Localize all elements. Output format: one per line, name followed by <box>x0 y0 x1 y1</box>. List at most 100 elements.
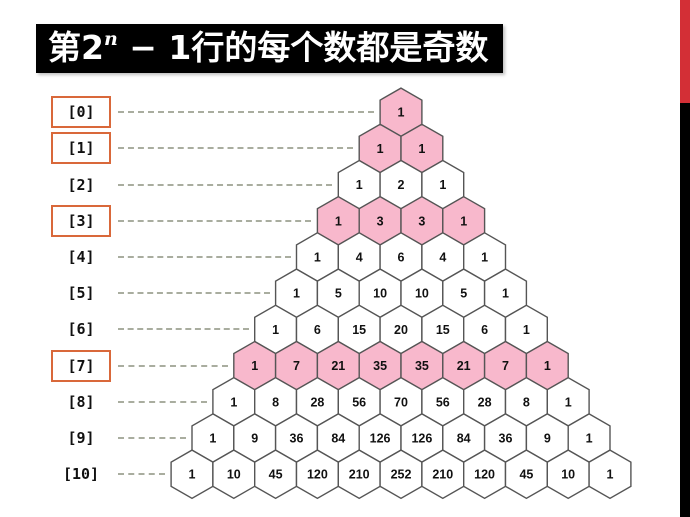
row-label-3: [3] <box>51 204 111 237</box>
row-label-1: [1] <box>51 132 111 165</box>
hex-value: 9 <box>544 432 551 446</box>
row-label-9: [9] <box>67 429 95 447</box>
row-leader-line-10 <box>118 473 166 476</box>
side-accent-bar-red <box>680 0 690 103</box>
row-leader-line-9 <box>118 437 186 439</box>
hex-value: 15 <box>436 323 450 337</box>
hex-value: 1 <box>293 287 300 301</box>
hex-value: 1 <box>335 214 342 228</box>
hex-value: 120 <box>474 468 495 482</box>
side-accent-bar-black <box>680 103 690 517</box>
hex-value: 20 <box>394 323 408 337</box>
row-leader-line-0 <box>118 111 375 114</box>
hex-value: 2 <box>398 178 405 192</box>
hex-value: 210 <box>432 468 453 482</box>
hex-value: 7 <box>293 359 300 373</box>
hex-value: 5 <box>335 287 342 301</box>
hex-value: 28 <box>310 395 324 409</box>
hex-value: 1 <box>356 178 363 192</box>
hex-value: 1 <box>544 359 551 373</box>
hex-value: 126 <box>411 432 432 446</box>
hex-value: 8 <box>523 395 530 409</box>
hex-value: 1 <box>230 395 237 409</box>
row-leader-line-4 <box>118 256 291 258</box>
hex-value: 1 <box>209 432 216 446</box>
hex-value: 10 <box>373 287 387 301</box>
row-leader-line-7 <box>118 364 228 367</box>
hex-value: 35 <box>415 359 429 373</box>
hex-cell: 126 <box>358 413 402 463</box>
hex-value: 6 <box>481 323 488 337</box>
hex-value: 15 <box>352 323 366 337</box>
hex-value: 36 <box>290 432 304 446</box>
row-label-10: [10] <box>62 465 100 484</box>
hex-value: 1 <box>272 323 279 337</box>
row-label-6: [6] <box>67 320 95 339</box>
hex-value: 1 <box>418 142 425 156</box>
hex-value: 210 <box>349 468 370 482</box>
title-superscript: n <box>103 28 118 50</box>
row-label-2: [2] <box>67 175 95 194</box>
hex-cell: 1 <box>588 449 632 500</box>
row-leader-line-1 <box>118 147 354 150</box>
hex-value: 9 <box>251 432 258 446</box>
hex-value: 6 <box>398 251 405 265</box>
hex-value: 7 <box>502 359 509 373</box>
hex-cell: 36 <box>483 413 528 463</box>
hex-value: 1 <box>523 323 530 337</box>
hex-cell: 10 <box>546 449 590 500</box>
row-label-5: [5] <box>67 284 95 303</box>
hex-value: 1 <box>565 395 572 409</box>
page-title: 第2n − 1行的每个数都是奇数 <box>48 27 488 69</box>
hex-value: 21 <box>331 359 345 373</box>
hex-value: 1 <box>586 432 593 446</box>
hex-value: 5 <box>460 287 467 301</box>
hex-value: 84 <box>457 432 471 446</box>
hex-value: 45 <box>269 468 283 482</box>
hex-value: 3 <box>377 214 384 228</box>
hex-value: 70 <box>394 395 408 409</box>
hexagon-shape <box>588 449 632 500</box>
hex-value: 1 <box>314 251 321 265</box>
hex-cell: 120 <box>463 449 507 500</box>
row-leader-line-8 <box>118 400 207 403</box>
row-label-0: [0] <box>51 96 111 129</box>
hex-value: 3 <box>418 214 425 228</box>
hex-value: 120 <box>307 468 328 482</box>
title-prefix: 第2 <box>48 28 104 67</box>
hex-value: 21 <box>457 359 471 373</box>
title-suffix: − 1行的每个数都是奇数 <box>117 28 489 67</box>
hex-value: 1 <box>251 359 258 373</box>
row-leader-line-3 <box>118 219 312 222</box>
hex-value: 28 <box>478 395 492 409</box>
hex-value: 56 <box>352 395 366 409</box>
hex-value: 56 <box>436 395 450 409</box>
hex-value: 252 <box>391 468 412 482</box>
hex-value: 126 <box>370 432 391 446</box>
hex-value: 1 <box>439 178 446 192</box>
hex-value: 1 <box>481 251 488 265</box>
hex-value: 1 <box>460 214 467 228</box>
hex-value: 10 <box>227 468 241 482</box>
hex-value: 1 <box>189 468 196 482</box>
hex-value: 45 <box>519 468 533 482</box>
hex-value: 84 <box>331 432 345 446</box>
hex-value: 35 <box>373 359 387 373</box>
hex-value: 4 <box>356 251 363 265</box>
hex-value: 6 <box>314 323 321 337</box>
row-leader-line-2 <box>118 183 333 186</box>
hex-value: 1 <box>607 468 614 482</box>
hex-value: 1 <box>377 142 384 156</box>
row-label-7: [7] <box>51 349 111 382</box>
row-leader-line-5 <box>118 292 270 295</box>
row-label-8: [8] <box>67 392 95 411</box>
hex-value: 4 <box>439 251 446 265</box>
hex-value: 8 <box>272 395 279 409</box>
hex-value: 10 <box>415 287 429 301</box>
title-banner: 第2n − 1行的每个数都是奇数 <box>36 24 503 73</box>
hex-value: 1 <box>398 106 405 120</box>
hex-value: 36 <box>499 432 513 446</box>
hex-value: 1 <box>502 287 509 301</box>
hex-cell: 120 <box>295 449 339 500</box>
